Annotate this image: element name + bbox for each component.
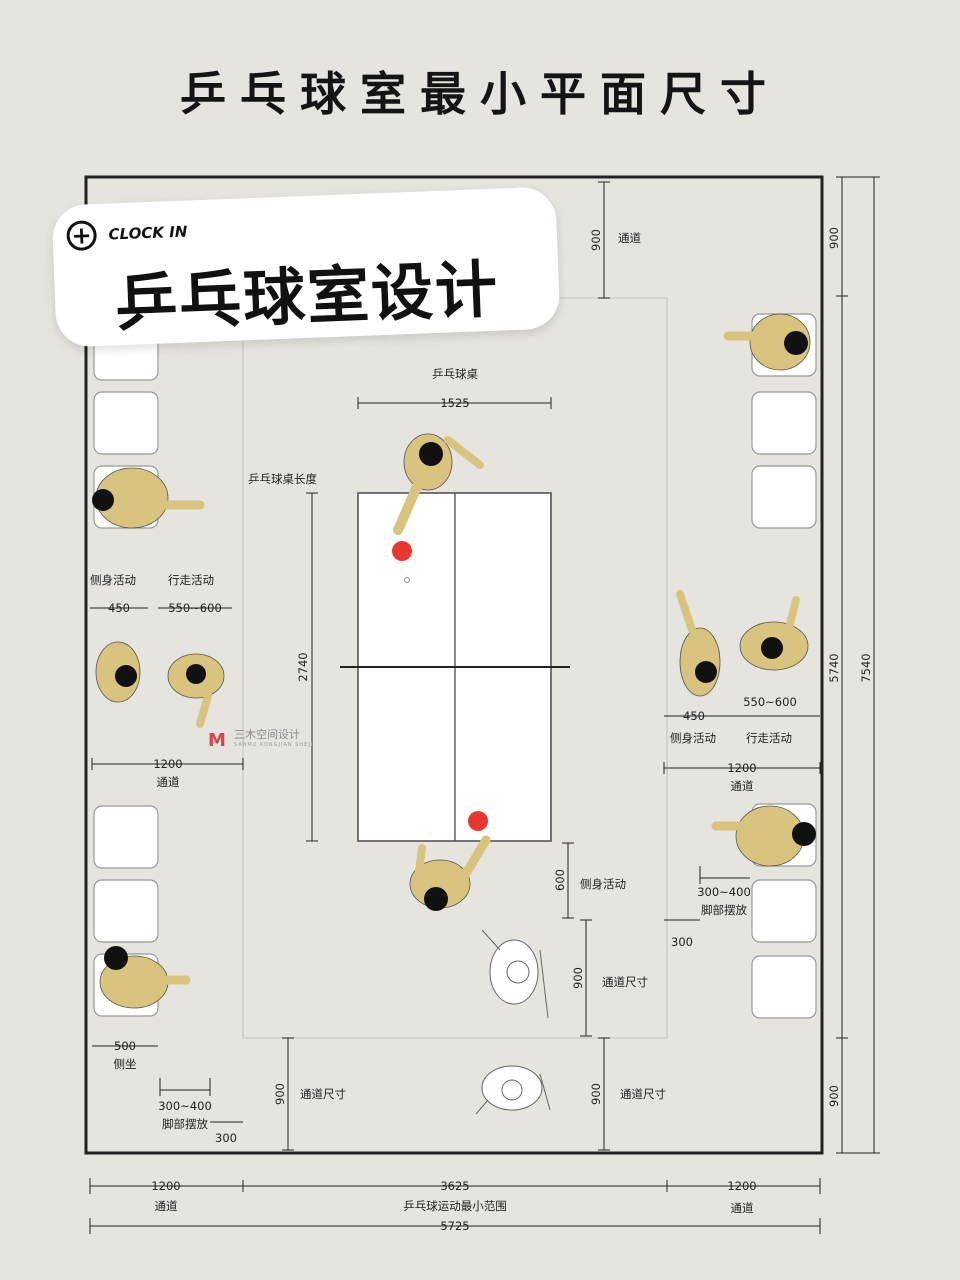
seated-figure-right-top <box>723 313 811 371</box>
mid-aisle-900: 900 <box>571 967 585 989</box>
svg-text:SANMU KONGJIAN SHEJI: SANMU KONGJIAN SHEJI <box>234 742 313 748</box>
side-figure-left <box>95 641 141 703</box>
room-outline <box>84 175 824 1155</box>
right-bottom-900: 900 <box>589 1083 603 1105</box>
walking-figure-left <box>167 653 225 728</box>
bottom-range-label: 乒乓球运动最小范围 <box>403 1199 507 1213</box>
right-aisle-label: 通道 <box>731 779 754 793</box>
right-dim-900-bottom: 900 <box>827 1085 841 1107</box>
walker-outline-2 <box>475 1065 551 1115</box>
right-foot-300: 300 <box>671 935 693 949</box>
sticker-heading: 乒乓球室设计 <box>113 252 501 341</box>
seated-figure-left-top <box>92 467 205 529</box>
clock-in-tag: CLOCK IN <box>108 222 188 244</box>
seated-figure-left-bottom <box>99 946 191 1009</box>
right-foot-range: 300~400 <box>697 885 751 899</box>
top-aisle-label: 通道 <box>618 231 641 245</box>
clock-in-sticker: + CLOCK IN 乒乓球室设计 <box>51 186 561 348</box>
right-foot-label: 脚部摆放 <box>701 903 747 917</box>
right-bottom-aisle-size: 通道尺寸 <box>620 1087 666 1101</box>
bottom-5725: 5725 <box>440 1219 469 1233</box>
top-aisle-value: 900 <box>589 229 603 251</box>
left-foot-label: 脚部摆放 <box>162 1117 208 1131</box>
ping-pong-table <box>340 492 570 842</box>
table-length-value: 2740 <box>296 652 310 681</box>
left-foot-range: 300~400 <box>158 1099 212 1113</box>
right-side-label: 侧身活动 <box>670 731 716 745</box>
left-side-label: 侧身活动 <box>90 573 136 587</box>
right-aisle-value: 1200 <box>727 761 756 775</box>
left-bottom-aisle-size: 通道尺寸 <box>300 1087 346 1101</box>
walking-figure-right <box>739 596 809 671</box>
left-aisle-label: 通道 <box>157 775 180 789</box>
bottom-aisle-left: 通道 <box>155 1199 178 1213</box>
right-walk-label: 行走活动 <box>746 731 792 745</box>
left-foot-300: 300 <box>215 1131 237 1145</box>
walker-outline-1 <box>481 929 549 1019</box>
paddle-top <box>392 541 412 561</box>
page-title: 乒乓球室最小平面尺寸 <box>180 67 780 121</box>
ball <box>404 577 410 583</box>
plus-circle-icon[interactable]: + <box>66 220 98 252</box>
right-dim-5740: 5740 <box>827 653 841 682</box>
paddle-bottom <box>468 811 488 831</box>
bottom-3625: 3625 <box>440 1179 469 1193</box>
player-top <box>393 433 484 535</box>
left-walk-value: 550~600 <box>168 601 222 615</box>
side-figure-right <box>676 590 721 697</box>
bottom-side-value: 600 <box>553 869 567 891</box>
mid-aisle-size: 通道尺寸 <box>602 975 648 989</box>
bottom-side-label: 侧身活动 <box>580 877 626 891</box>
svg-text:M: M <box>208 730 226 751</box>
table-width-value: 1525 <box>440 396 469 410</box>
left-sit-value: 500 <box>114 1039 136 1053</box>
left-walk-label: 行走活动 <box>168 573 214 587</box>
left-aisle-value: 1200 <box>153 757 182 771</box>
bottom-1200-left: 1200 <box>151 1179 180 1193</box>
bottom-1200-right: 1200 <box>727 1179 756 1193</box>
table-length-label: 乒乓球桌长度 <box>248 472 317 486</box>
table-name-label: 乒乓球桌 <box>432 367 478 381</box>
left-sit-label: 侧坐 <box>114 1057 137 1071</box>
player-bottom <box>409 835 491 911</box>
bottom-aisle-right: 通道 <box>731 1201 754 1215</box>
svg-text:三木空间设计: 三木空间设计 <box>234 727 300 741</box>
right-dim-7540: 7540 <box>859 653 873 682</box>
watermark: M 三木空间设计 SANMU KONGJIAN SHEJI <box>208 727 313 751</box>
right-walk-value: 550~600 <box>743 695 797 709</box>
right-dim-900-top: 900 <box>827 227 841 249</box>
right-side-value: 450 <box>683 709 705 723</box>
left-bottom-900: 900 <box>273 1083 287 1105</box>
left-side-value: 450 <box>108 601 130 615</box>
seated-figure-right-bottom <box>711 805 816 867</box>
